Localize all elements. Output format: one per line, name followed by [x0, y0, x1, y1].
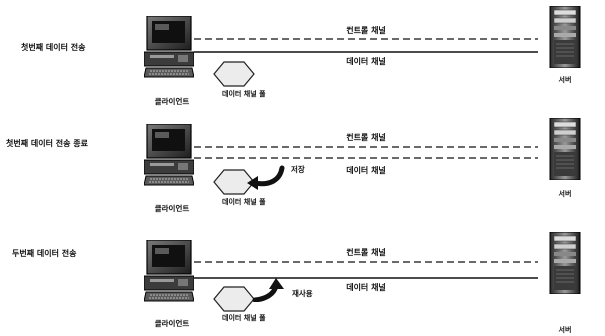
reuse-arrow-icon [255, 278, 284, 300]
row-first-transfer: 첫번째 데이터 전송 컨트롤 채널 데이터 채널 데이터 채널 풀 클라이언트 … [21, 6, 580, 106]
pool-label: 데이터 채널 풀 [222, 313, 266, 322]
step-label: 첫번째 데이터 전송 [21, 42, 86, 52]
server-icon [550, 232, 580, 294]
channel-pool-icon [214, 287, 254, 311]
control-channel-label: 컨트롤 채널 [346, 132, 386, 142]
client-computer-icon [144, 124, 194, 185]
client-label: 클라이언트 [155, 318, 190, 328]
server-label: 서버 [559, 75, 572, 84]
client-label: 클라이언트 [155, 203, 190, 213]
data-channel-label: 데이터 채널 [346, 282, 386, 292]
server-icon [550, 6, 580, 68]
action-label: 재사용 [292, 288, 313, 298]
data-channel-label: 데이터 채널 [346, 165, 386, 175]
client-label: 클라이언트 [155, 96, 190, 106]
server-icon [550, 118, 580, 180]
control-channel-label: 컨트롤 채널 [346, 247, 386, 257]
channel-pool-icon [214, 62, 254, 86]
control-channel-label: 컨트롤 채널 [346, 25, 386, 35]
data-channel-label: 데이터 채널 [346, 56, 386, 66]
channel-pool-icon [214, 170, 254, 194]
step-label: 첫번째 데이터 전송 종료 [6, 138, 89, 148]
server-label: 서버 [559, 189, 572, 198]
client-computer-icon [144, 16, 194, 77]
client-computer-icon [144, 240, 194, 301]
action-label: 저장 [291, 164, 305, 174]
row-first-transfer-end: 첫번째 데이터 전송 종료 컨트롤 채널 데이터 채널 저장 데이터 채널 풀 … [6, 118, 580, 213]
row-second-transfer: 두번째 데이터 전송 컨트롤 채널 데이터 채널 재사용 데이터 채널 풀 클라… [12, 232, 580, 334]
step-label: 두번째 데이터 전송 [12, 248, 77, 258]
server-label: 서버 [559, 325, 572, 334]
pool-label: 데이터 채널 풀 [222, 89, 266, 98]
pool-label: 데이터 채널 풀 [222, 197, 266, 206]
